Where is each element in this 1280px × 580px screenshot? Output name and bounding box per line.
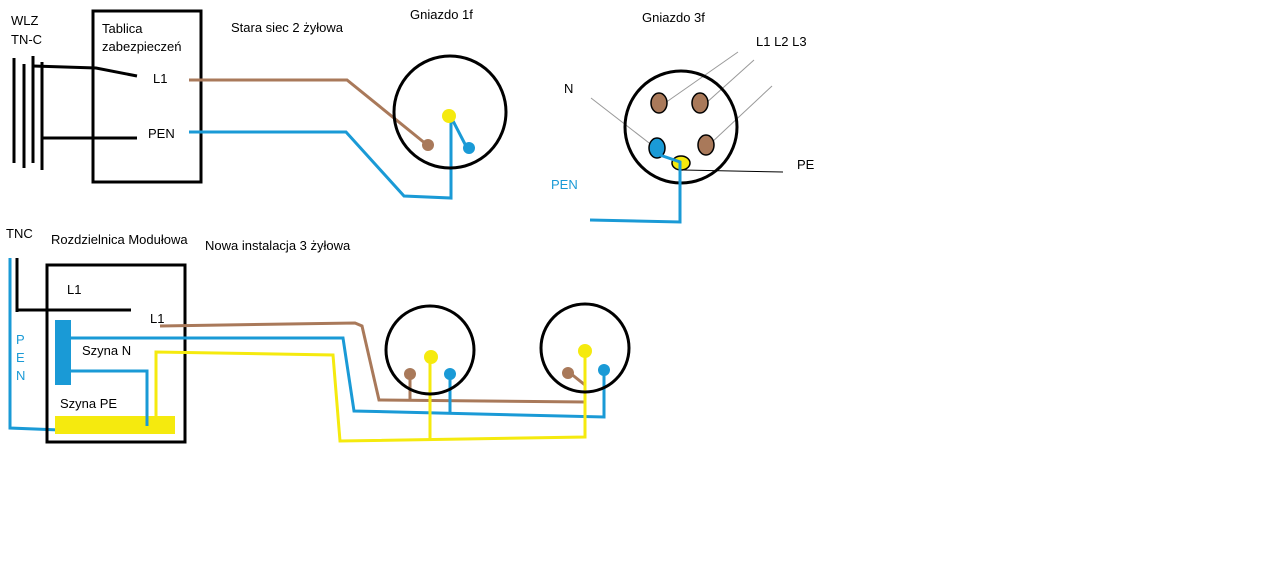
socket-3f-n-terminal [648, 137, 666, 159]
socket-1f-title: Gniazdo 1f [410, 7, 473, 22]
n-bus [55, 320, 71, 385]
pen-3f-wire [589, 152, 682, 224]
old-installation: WLZ TN-C Tablica zabezpieczeń L1 PEN Sta… [11, 7, 508, 200]
old-l1-wire [189, 78, 427, 146]
pointer-lines [590, 51, 773, 147]
pe-pointer-line [682, 169, 784, 173]
supply-conductors [12, 56, 138, 170]
n-label: N [564, 81, 573, 96]
new-socket-1-n-terminal [444, 368, 456, 380]
old-l1-label: L1 [153, 71, 167, 86]
new-socket-1-pe-terminal [424, 350, 438, 364]
new-socket-2 [539, 302, 631, 394]
new-socket-1 [384, 304, 476, 396]
pe-bus [55, 416, 175, 434]
old-wiring-title: Stara siec 2 żyłowa [231, 20, 344, 35]
new-socket-1-phase-terminal [404, 368, 416, 380]
socket-3f-title: Gniazdo 3f [642, 10, 705, 25]
new-socket-2-n-terminal [598, 364, 610, 376]
source-label-wlz: WLZ [11, 13, 39, 28]
socket-3f-l2-terminal [691, 92, 709, 114]
new-n-wire [71, 336, 606, 419]
new-socket-2-pe-terminal [578, 344, 592, 358]
new-l1-wire [159, 321, 587, 404]
socket-1f-phase-terminal [422, 139, 434, 151]
old-pen-label: PEN [148, 126, 175, 141]
n-pe-bridge [71, 369, 149, 426]
new-wiring-title: Nowa instalacja 3 żyłowa [205, 238, 351, 253]
new-l1-in-label: L1 [67, 282, 81, 297]
pen-vertical-p: P [16, 332, 25, 347]
new-l1-out-label: L1 [150, 311, 164, 326]
old-pen-wire [189, 116, 469, 200]
new-pe-wire [154, 350, 587, 443]
tnc-pen-conductor [8, 258, 61, 432]
socket-1f-n-terminal [463, 142, 475, 154]
socket-1f [392, 54, 508, 170]
socket-1f-pe-terminal [442, 109, 456, 123]
modular-board-title: Rozdzielnica Modułowa [51, 232, 188, 247]
pen-vertical-e: E [16, 350, 25, 365]
protection-board-box [91, 9, 203, 184]
source-label-tnc: TN-C [11, 32, 42, 47]
socket-3f-group: Gniazdo 3f L1 L2 L3 N PE PEN [551, 10, 815, 224]
socket-3f-l3-terminal [697, 134, 715, 156]
n-bus-label: Szyna N [82, 343, 131, 358]
new-source-label-tnc: TNC [6, 226, 33, 241]
pe-label: PE [797, 157, 815, 172]
protection-board-title-1: Tablica [102, 21, 143, 36]
protection-board-title-2: zabezpieczeń [102, 39, 182, 54]
new-installation: TNC P E N Rozdzielnica Modułowa Nowa ins… [6, 226, 631, 444]
pen-label-3f: PEN [551, 177, 578, 192]
socket-3f-l1-terminal [650, 92, 668, 114]
phases-label: L1 L2 L3 [756, 34, 807, 49]
pen-vertical-n: N [16, 368, 25, 383]
new-socket-2-phase-terminal [562, 367, 574, 379]
pe-bus-label: Szyna PE [60, 396, 117, 411]
